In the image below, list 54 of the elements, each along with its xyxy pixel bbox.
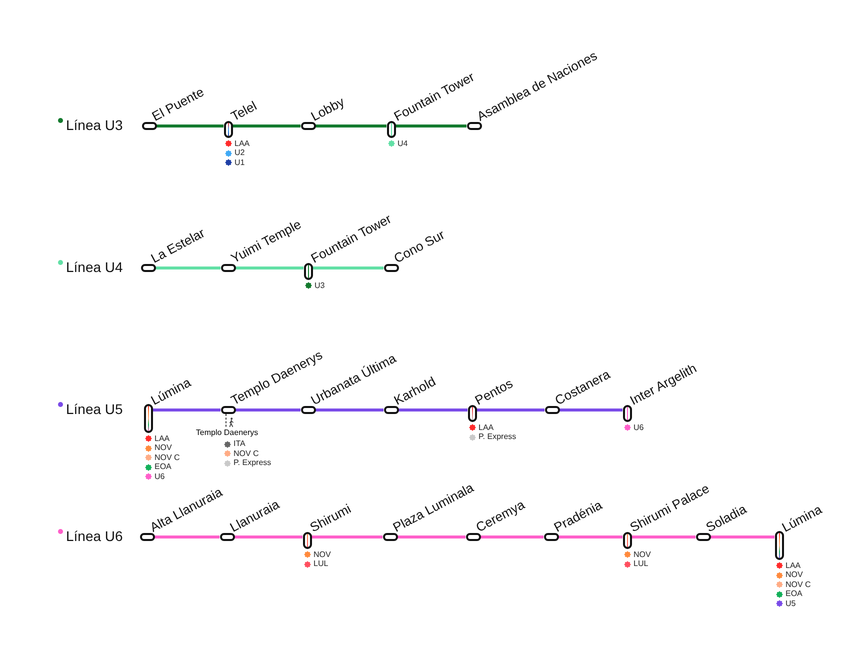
dashed-connector [225, 414, 227, 428]
transfer-label: LAA [154, 434, 170, 443]
route-line [396, 124, 466, 128]
line-name: Línea U6 [66, 528, 123, 545]
transfer-label: NOV [634, 550, 651, 559]
route-line [232, 124, 300, 128]
transfer-label: NOV C [154, 454, 180, 462]
route-line [316, 124, 386, 128]
transfer-label: NOV [314, 550, 331, 559]
station-name: Templo Daenerys [196, 428, 258, 438]
route-line [476, 408, 544, 412]
transfer-label: P. Express [478, 433, 516, 442]
route-line [398, 536, 466, 538]
transfer-label: U4 [398, 140, 408, 148]
transfer-label: U5 [786, 600, 796, 608]
line-name: Línea U3 [66, 117, 123, 134]
transfer-label: NOV C [234, 450, 259, 458]
route-line [312, 266, 384, 270]
route-line [560, 408, 622, 412]
route-line [234, 536, 302, 538]
station-name: Cono Sur [392, 228, 446, 265]
route-line [632, 536, 696, 538]
route-line [236, 266, 304, 270]
route-line [398, 408, 468, 412]
transfer-label: U2 [234, 149, 245, 158]
route-line [152, 408, 220, 412]
route-line [236, 408, 300, 412]
transfer-label: NOV C [786, 580, 811, 589]
route-line [480, 536, 544, 538]
route-line [154, 536, 220, 538]
transfer-label: ITA [234, 440, 246, 448]
transfer-label: NOV [154, 444, 172, 452]
transfer-label: LAA [234, 140, 250, 148]
line-name: Línea U4 [66, 259, 123, 276]
transfer-label: U3 [314, 282, 325, 290]
transfer-label: LUL [634, 560, 648, 568]
route-line [312, 536, 382, 538]
route-line [156, 266, 220, 270]
transfer-label: U6 [154, 472, 165, 481]
transfer-label: U6 [634, 424, 644, 432]
transfer-label: EOA [786, 590, 802, 598]
transfer-label: LAA [786, 562, 801, 570]
route-line [316, 408, 384, 412]
transfer-label: EOA [154, 463, 172, 472]
transfer-label: LUL [314, 560, 328, 568]
route-line [156, 124, 224, 128]
transfer-label: U1 [234, 158, 245, 167]
transfer-label: P. Express [234, 459, 272, 468]
line-name: Línea U5 [66, 401, 123, 418]
transfer-label: LAA [478, 424, 494, 432]
route-line [710, 536, 774, 538]
route-line [558, 536, 622, 538]
transfer-label: NOV [786, 571, 803, 580]
station-name: Telel [228, 98, 259, 123]
